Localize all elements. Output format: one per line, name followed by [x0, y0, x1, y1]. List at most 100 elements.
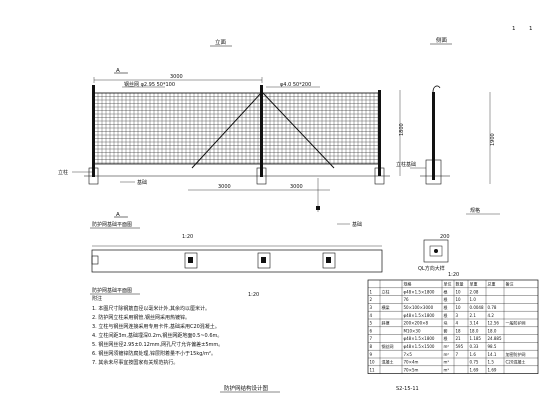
- table-cell: 根: [444, 288, 448, 294]
- table-cell: 7: [456, 352, 459, 357]
- table-cell: 10: [370, 360, 376, 365]
- table-cell: 11: [370, 367, 376, 372]
- note-item: 1. 本图尺寸除钢筋直径以毫米计外,其余均以厘米计。: [92, 306, 210, 312]
- plan-post-a: [188, 257, 193, 263]
- table-cell: 70×4m: [404, 360, 419, 365]
- sheet-title: 防护网结构设计图: [224, 384, 269, 392]
- detail-bolt: [434, 249, 438, 253]
- table-cell: 0.0048: [470, 305, 484, 310]
- elevation-title: 立面: [215, 38, 227, 46]
- foundation-middle: [256, 167, 267, 185]
- plan-strip: [91, 249, 383, 273]
- elevation-view: 立面 3000 A 钢丝网 φ2.95 50*100 φ4.0 50*200 立…: [58, 38, 405, 218]
- table-cell: 根: [444, 312, 448, 318]
- table-cell: 根: [444, 296, 448, 302]
- table-cell: 0.78: [488, 305, 497, 310]
- table-cell: m²: [444, 352, 450, 357]
- table-cell: 50×100×3000: [404, 305, 434, 310]
- table-cell: 规格: [404, 281, 412, 287]
- table-cell: 5: [370, 321, 373, 326]
- table-cell: 2.08: [470, 289, 479, 294]
- detail-title: QL方向大样: [418, 265, 445, 272]
- table-cell: 10: [456, 289, 462, 294]
- note-item: 4. 立柱间距3m,基础埋深0.2m,钢丝网距地面0.5~0.6m。: [92, 333, 223, 339]
- plan-foundation-a: [184, 252, 198, 269]
- table-cell: 单重: [470, 281, 478, 287]
- note-item: 6. 钢丝网须镀锌防腐处理,锌层附着量不小于15kg/m²。: [92, 351, 216, 357]
- plan-bottom-scale: 1:20: [248, 292, 259, 298]
- side-view-title: 侧面: [436, 36, 448, 44]
- table-cell: 2.1: [470, 313, 477, 318]
- table-cell: 10: [456, 305, 462, 310]
- section-mark-top: A: [116, 68, 120, 74]
- plan-top-leader-label: 基础: [352, 221, 362, 228]
- foundation-left: [88, 167, 99, 185]
- dim-lower-label: 3000: [218, 184, 231, 190]
- side-dim-total: 1900: [490, 133, 496, 146]
- table-cell: 1.185: [470, 336, 482, 341]
- table-cell: C20混凝土: [506, 359, 526, 365]
- table-cell: 1.69: [470, 367, 479, 372]
- table-cell: 1.5: [488, 360, 495, 365]
- detail-view: 200 QL方向大样 1:20: [418, 234, 459, 278]
- table-cell: 3.14: [470, 321, 479, 326]
- side-post-hook: [432, 85, 441, 93]
- table-cell: 70×5m: [404, 367, 419, 372]
- table-cell: 钢丝网: [382, 343, 394, 349]
- table-cell: 0.75: [470, 360, 479, 365]
- table-cell: 10: [456, 297, 462, 302]
- plan-bottom-title: 防护网基础平面图: [92, 287, 132, 294]
- foundation-right: [374, 167, 385, 185]
- table-cell: 98.5: [488, 344, 497, 349]
- side-post: [432, 92, 435, 180]
- table-cell: 套: [444, 327, 448, 333]
- fence-post-left: [92, 85, 95, 177]
- table-cell: 数量: [456, 281, 464, 287]
- table-cell: 21: [456, 336, 462, 341]
- note-item: 5. 钢丝网丝径2.95±0.12mm,网孔尺寸允许偏差±5mm。: [92, 342, 224, 348]
- table-cell: 加密防护网: [506, 351, 526, 357]
- table-cell: 4: [370, 313, 373, 318]
- table-cell: 0.33: [470, 344, 479, 349]
- table-cell: 14.1: [488, 352, 497, 357]
- plan-view-top: 防护网基础平面图 1:20 基础: [90, 221, 362, 240]
- table-cell: 1.6: [470, 352, 477, 357]
- detail-inner: [429, 245, 443, 257]
- plan-foundation-b: [257, 252, 271, 269]
- table-cell: 18.0: [470, 328, 479, 333]
- table-cell: 200×200×8: [404, 321, 429, 326]
- table-cell: m³: [444, 367, 450, 372]
- table-cell: 1: [370, 289, 373, 294]
- dim-lower-right-label: 3000: [290, 184, 303, 190]
- table-cell: 备注: [506, 281, 514, 287]
- table-cell: 2: [370, 297, 373, 302]
- table-cell: 1.69: [488, 367, 497, 372]
- table-cell: 4: [456, 321, 459, 326]
- table-cell: 块: [444, 320, 448, 326]
- table-cell: 横梁: [382, 304, 390, 310]
- fence-post-middle: [260, 85, 263, 177]
- table-cell: 一般防护网: [506, 320, 526, 326]
- frame-spec-label: φ4.0 50*200: [280, 82, 311, 88]
- side-spec-label: 规格: [470, 207, 480, 214]
- table-cell: M10×30: [404, 328, 421, 333]
- table-cell: 1.0: [470, 297, 477, 302]
- brace-right: [261, 91, 335, 169]
- table-cell: 根: [444, 304, 448, 310]
- dim-span-label: 3000: [170, 74, 183, 80]
- notes-heading: 附注: [92, 296, 103, 302]
- fence-post-right: [378, 90, 381, 176]
- table-cell: 12.56: [488, 321, 500, 326]
- side-view: 侧面 立柱基础 1900 规格: [396, 36, 500, 215]
- table-cell: φ48×1.5×1800: [404, 336, 435, 341]
- fence-mesh: [93, 92, 381, 165]
- table-cell: 混凝土: [382, 359, 394, 365]
- table-cell: 立柱: [382, 288, 390, 294]
- table-cell: 24.885: [488, 336, 502, 341]
- table-cell: 18: [456, 328, 462, 333]
- table-cell: 根: [444, 335, 448, 341]
- table-cell: 7×5: [404, 352, 413, 357]
- table-cell: 595: [456, 344, 464, 349]
- plan-view-bottom: 防护网基础平面图 1:20: [90, 245, 383, 298]
